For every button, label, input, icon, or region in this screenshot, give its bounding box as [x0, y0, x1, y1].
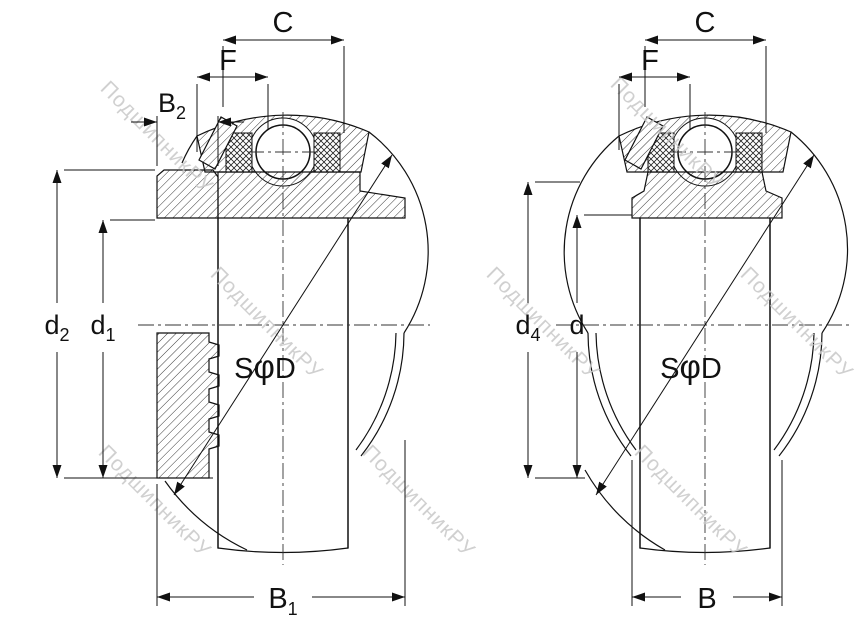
seal-right-icon [313, 132, 341, 173]
dim-label-c: C [695, 7, 716, 39]
dim-label-d: d [569, 310, 584, 340]
dim-label-b2: B2 [158, 88, 186, 123]
dim-line-sphere-diameter [595, 154, 815, 496]
dim-label-f: F [641, 45, 659, 77]
dim-label-d2: d2 [44, 310, 69, 345]
dim-label-c: C [273, 7, 294, 39]
dim-label-d1: d1 [90, 310, 115, 345]
dimensions-right: C F d4 d SφD B [515, 7, 815, 615]
dim-label-sphere-diameter: SφD [234, 348, 296, 385]
dim-label-b1: B1 [268, 583, 297, 619]
dim-label-d4: d4 [515, 310, 540, 345]
dim-label-f: F [219, 45, 237, 77]
dim-label-b: B [697, 583, 716, 615]
dim-line-sphere-diameter [173, 154, 393, 496]
dimensions-left: C F B2 d2 d1 SφD B1 [44, 7, 406, 619]
dim-label-sphere-diameter: SφD [660, 348, 722, 385]
seal-right-icon [735, 132, 763, 173]
